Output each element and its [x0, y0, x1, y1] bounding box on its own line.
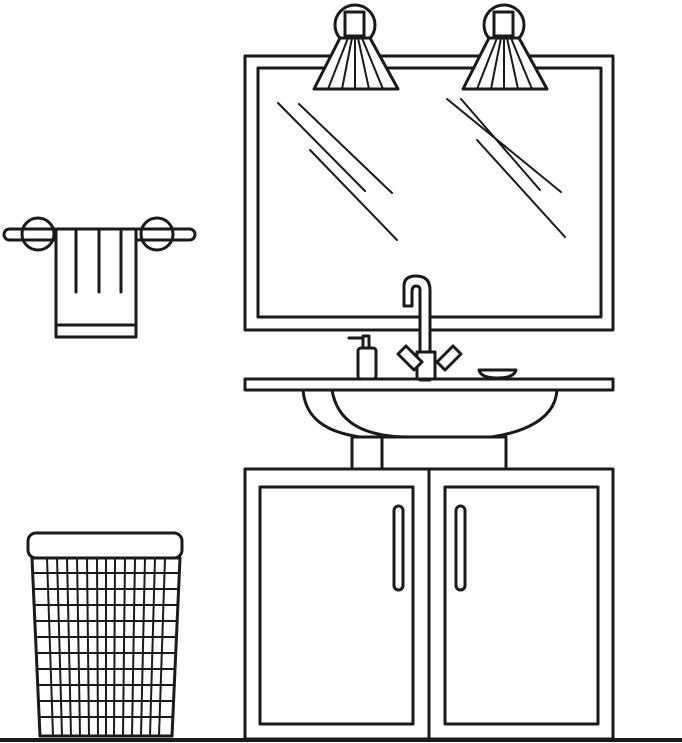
- sink-pedestal: [350, 435, 508, 471]
- faucet[interactable]: [396, 274, 463, 382]
- rail-mount-right: [139, 216, 175, 252]
- lamp-shade-pleats: [476, 37, 533, 90]
- towel-body: [54, 227, 138, 339]
- dispenser-pump: [361, 334, 371, 350]
- lamp-socket: [343, 10, 366, 38]
- cabinet-door-right[interactable]: [443, 485, 600, 726]
- mirror-reflection-lines: [277, 98, 566, 241]
- soap-dish[interactable]: [477, 368, 518, 380]
- soap-dish-body: [477, 368, 518, 380]
- soap-dispenser[interactable]: [347, 334, 378, 381]
- wall-lamp-left[interactable]: [312, 3, 400, 91]
- basket-weave: [31, 557, 181, 737]
- sink-basin-outer: [301, 388, 559, 442]
- wall-mounted-sink: [243, 377, 615, 471]
- door-panel: [443, 485, 600, 726]
- dispenser-bottle: [356, 346, 378, 381]
- lamp-shade-pleats: [327, 37, 384, 90]
- lamp-socket: [492, 10, 515, 38]
- door-panel: [258, 485, 415, 726]
- towel-rail[interactable]: [2, 216, 197, 339]
- basket-lid[interactable]: [26, 531, 184, 560]
- door-handle-right[interactable]: [454, 504, 467, 592]
- faucet-handle-left[interactable]: [396, 344, 424, 372]
- door-handle-left[interactable]: [392, 504, 405, 592]
- rail-mount-left: [20, 216, 56, 252]
- hand-towel[interactable]: [54, 227, 138, 339]
- wall-lamp-right[interactable]: [461, 3, 549, 91]
- faucet-handle-right[interactable]: [435, 344, 463, 372]
- under-sink-cabinet: [243, 467, 615, 741]
- laundry-basket[interactable]: [26, 531, 184, 738]
- cabinet-door-left[interactable]: [258, 485, 415, 726]
